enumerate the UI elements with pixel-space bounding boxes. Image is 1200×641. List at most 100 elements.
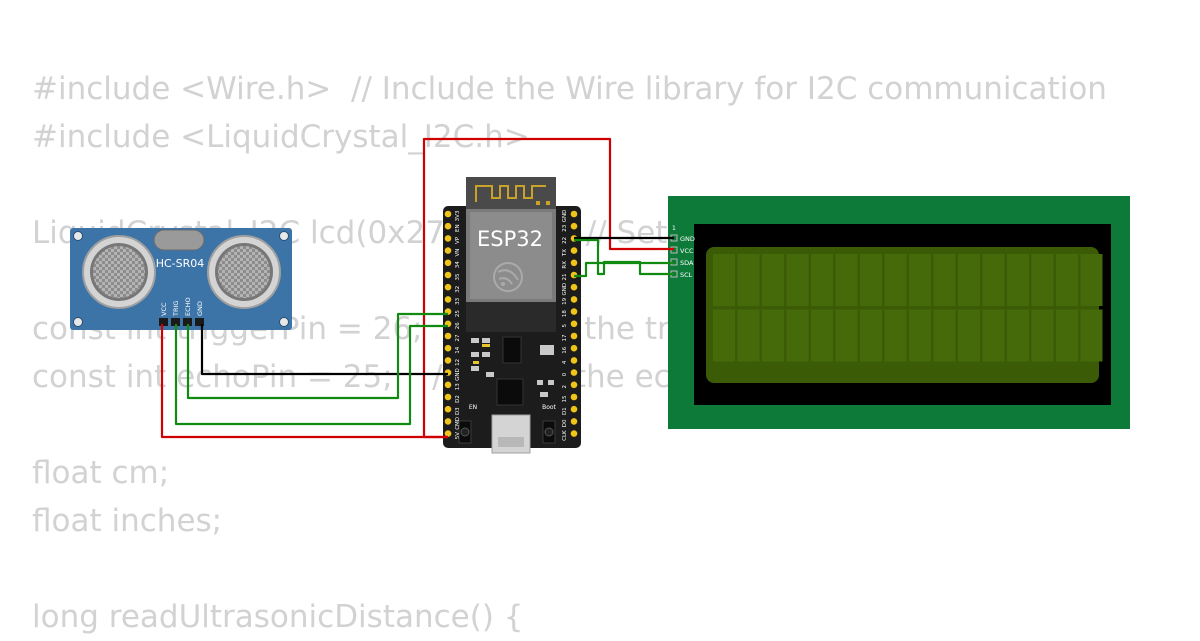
header-pin-vp[interactable] <box>444 235 452 242</box>
sensor-pin-trig[interactable] <box>171 318 180 326</box>
code-line: float inches; <box>32 503 223 539</box>
header-pin-label: VN <box>455 249 461 257</box>
code-line: #include <LiquidCrystal_I2C.h> <box>32 119 530 155</box>
code-line: #include <Wire.h> // Include the Wire li… <box>32 71 1107 107</box>
usb-port[interactable] <box>491 414 531 454</box>
header-pin-label: 25 <box>455 310 461 317</box>
sensor-pin-label: VCC <box>160 302 168 316</box>
ultrasonic-sensor[interactable]: HC-SR04 VCC TRIG ECHO GND <box>70 228 292 330</box>
en-label: EN <box>469 404 477 411</box>
wifi-antenna <box>466 177 556 209</box>
header-pin-label: GND <box>562 283 568 296</box>
wire-trigger[interactable] <box>174 324 448 426</box>
lcd-pin-number: 1 <box>672 225 676 232</box>
header-pin-16[interactable] <box>570 344 578 352</box>
header-pin-label: CMD <box>455 417 461 430</box>
header-pin-27[interactable] <box>444 332 452 340</box>
header-pin-18[interactable] <box>570 308 578 315</box>
header-pin-12[interactable] <box>444 357 452 364</box>
header-pin-label: 3V3 <box>455 210 461 221</box>
wire-echo[interactable] <box>186 312 448 400</box>
wire-scl[interactable] <box>574 238 674 276</box>
header-pin-label: 32 <box>455 286 461 293</box>
header-pin-vn[interactable] <box>444 247 452 254</box>
header-pin-d0[interactable] <box>570 418 578 425</box>
header-pin-label: GND <box>562 210 568 223</box>
usb-uart-chip <box>496 378 524 406</box>
header-pin-label: EN <box>455 224 461 232</box>
header-pin-tx[interactable] <box>570 247 578 254</box>
header-pin-3v3[interactable] <box>444 210 452 218</box>
header-pin-label: D1 <box>562 407 568 415</box>
header-pin-label: RX <box>562 261 568 269</box>
header-pin-d1[interactable] <box>570 405 578 413</box>
header-pin-label: 12 <box>455 359 461 366</box>
header-pin-14[interactable] <box>444 344 452 352</box>
header-pin-label: VP <box>455 236 461 244</box>
header-pin-4[interactable] <box>570 357 578 364</box>
header-pin-label: 27 <box>455 334 461 341</box>
sensor-pin-label: ECHO <box>184 297 192 316</box>
header-pin-label: TX <box>562 249 568 257</box>
header-pin-clk[interactable] <box>570 430 578 437</box>
header-pin-35[interactable] <box>444 271 452 279</box>
wire-sensor-gnd[interactable] <box>200 324 448 376</box>
crystal-oscillator <box>153 229 205 251</box>
lcd-pin-label: GND <box>680 235 695 243</box>
lcd-pin-label: VCC <box>680 247 694 255</box>
header-pin-label: GND <box>455 368 461 381</box>
header-pin-13[interactable] <box>444 381 452 389</box>
header-pin-17[interactable] <box>570 332 578 340</box>
header-pin-5[interactable] <box>570 320 578 328</box>
header-pin-5v[interactable] <box>444 430 452 437</box>
header-pin-label: 13 <box>455 383 461 390</box>
left-pin-header: 3V3ENVPVN343532332526271412GND13D2D3CMD5… <box>444 210 461 439</box>
sensor-pin-gnd[interactable] <box>195 318 204 326</box>
header-pin-cmd[interactable] <box>444 418 452 425</box>
header-pin-label: D0 <box>562 419 568 427</box>
header-pin-d3[interactable] <box>444 405 452 413</box>
sensor-pin-label: GND <box>196 301 204 316</box>
sensor-pin-vcc[interactable] <box>159 318 168 326</box>
transducer-left <box>82 235 156 309</box>
header-pin-label: D3 <box>455 407 461 415</box>
header-pin-32[interactable] <box>444 283 452 291</box>
lcd-pin-label: SDA <box>680 259 694 267</box>
sensor-pin-echo[interactable] <box>183 318 192 326</box>
header-pin-label: 14 <box>455 346 461 353</box>
header-pin-label: 16 <box>562 346 568 353</box>
header-pin-label: 2 <box>562 385 568 389</box>
wire-sensor-vcc[interactable] <box>160 324 448 439</box>
sensor-model-label: HC-SR04 <box>156 257 205 270</box>
lcd-display[interactable]: 1 GND VCC SDA SCL <box>668 196 1130 429</box>
header-pin-19[interactable] <box>570 296 578 303</box>
header-pin-label: 23 <box>562 224 568 231</box>
header-pin-en[interactable] <box>444 222 452 230</box>
lcd-character-grid <box>712 252 1104 363</box>
header-pin-d2[interactable] <box>444 393 452 401</box>
esp32-board[interactable]: ESP32 EN <box>443 177 581 454</box>
header-pin-gnd[interactable] <box>570 283 578 291</box>
header-pin-gnd[interactable] <box>570 210 578 218</box>
mcu-label: ESP32 <box>477 227 543 251</box>
header-pin-2[interactable] <box>570 381 578 389</box>
header-pin-label: 0 <box>562 372 568 376</box>
header-pin-33[interactable] <box>444 296 452 303</box>
transducer-right <box>207 235 281 309</box>
voltage-regulator <box>502 336 522 364</box>
header-pin-15[interactable] <box>570 393 578 401</box>
header-pin-23[interactable] <box>570 222 578 230</box>
header-pin-rx[interactable] <box>570 259 578 267</box>
header-pin-label: 18 <box>562 310 568 317</box>
header-pin-34[interactable] <box>444 259 452 267</box>
sensor-pin-label: TRIG <box>172 301 180 317</box>
header-pin-label: 17 <box>562 334 568 341</box>
header-pin-label: 5V <box>455 432 461 439</box>
espressif-logo-icon <box>493 262 523 292</box>
header-pin-0[interactable] <box>570 369 578 376</box>
code-line: long readUltrasonicDistance() { <box>32 599 524 635</box>
header-pin-label: 35 <box>455 273 461 280</box>
header-pin-label: 19 <box>562 297 568 304</box>
header-pin-label: 4 <box>562 360 568 364</box>
